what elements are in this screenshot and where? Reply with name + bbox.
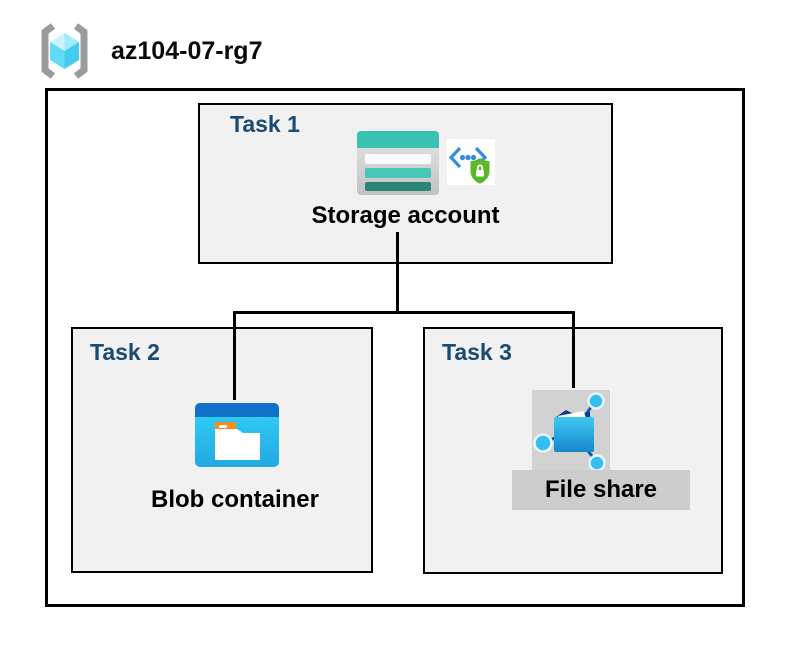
- sas-shield-icon: [447, 139, 495, 185]
- connector-to-blob-container: [233, 311, 236, 400]
- file-share-icon: [532, 390, 610, 472]
- file-share-label: File share: [544, 476, 658, 503]
- connector-to-file-share: [572, 311, 575, 388]
- storage-account-label: Storage account: [311, 202, 500, 229]
- connector-storage-stem: [396, 232, 399, 313]
- task2-label: Task 2: [90, 339, 160, 365]
- blob-container-label: Blob container: [150, 486, 319, 513]
- task3-label: Task 3: [442, 339, 512, 365]
- resource-group-header: az104-07-rg7: [37, 20, 262, 82]
- resource-group-title: az104-07-rg7: [111, 36, 263, 65]
- connector-branch-horizontal: [233, 311, 575, 314]
- resource-group-icon: [41, 23, 88, 79]
- file-share-label-highlight: File share: [512, 470, 690, 510]
- task2-box: Task 2 Blob container: [71, 327, 373, 573]
- task1-label: Task 1: [230, 111, 300, 137]
- task1-box: Task 1 Storage accoun: [198, 103, 613, 264]
- storage-account-icon: [357, 131, 439, 195]
- blob-container-icon: [195, 403, 279, 467]
- file-share-icon-highlight: [532, 390, 610, 472]
